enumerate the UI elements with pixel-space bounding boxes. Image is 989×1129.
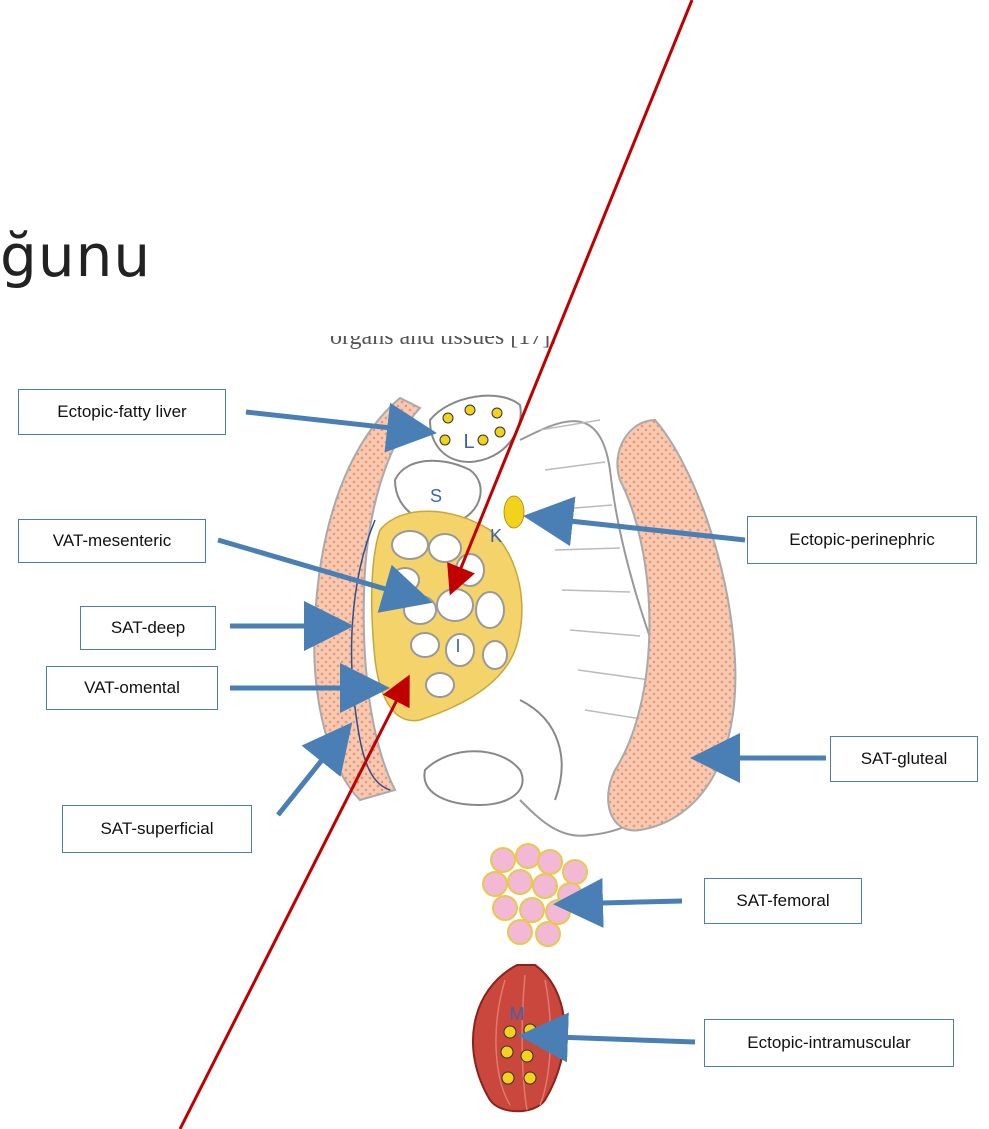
label-vat-omental: VAT-omental	[46, 666, 218, 710]
red-arrow-bottom	[180, 680, 407, 1129]
perinephric-fat	[504, 496, 524, 528]
label-ectopic-intramuscular: Ectopic-intramuscular	[704, 1019, 954, 1067]
gluteal-sat-region	[608, 420, 735, 830]
stomach-letter: S	[430, 486, 442, 506]
pelvic-structures	[424, 751, 522, 805]
femoral-fat-cluster	[483, 844, 587, 946]
label-sat-deep: SAT-deep	[80, 606, 216, 650]
label-sat-femoral: SAT-femoral	[704, 878, 862, 924]
label-sat-gluteal: SAT-gluteal	[830, 736, 978, 782]
label-ectopic-perinephric: Ectopic-perinephric	[747, 516, 977, 564]
label-vat-mesenteric: VAT-mesenteric	[18, 519, 206, 563]
intestine-letter: I	[455, 636, 460, 656]
liver-letter: L	[463, 431, 474, 453]
rectum-outline	[520, 700, 562, 800]
muscle-letter: M	[510, 1004, 525, 1024]
label-sat-superficial: SAT-superficial	[62, 805, 252, 853]
label-ectopic-fatty-liver: Ectopic-fatty liver	[18, 389, 226, 435]
kidney-letter: K	[490, 526, 502, 546]
